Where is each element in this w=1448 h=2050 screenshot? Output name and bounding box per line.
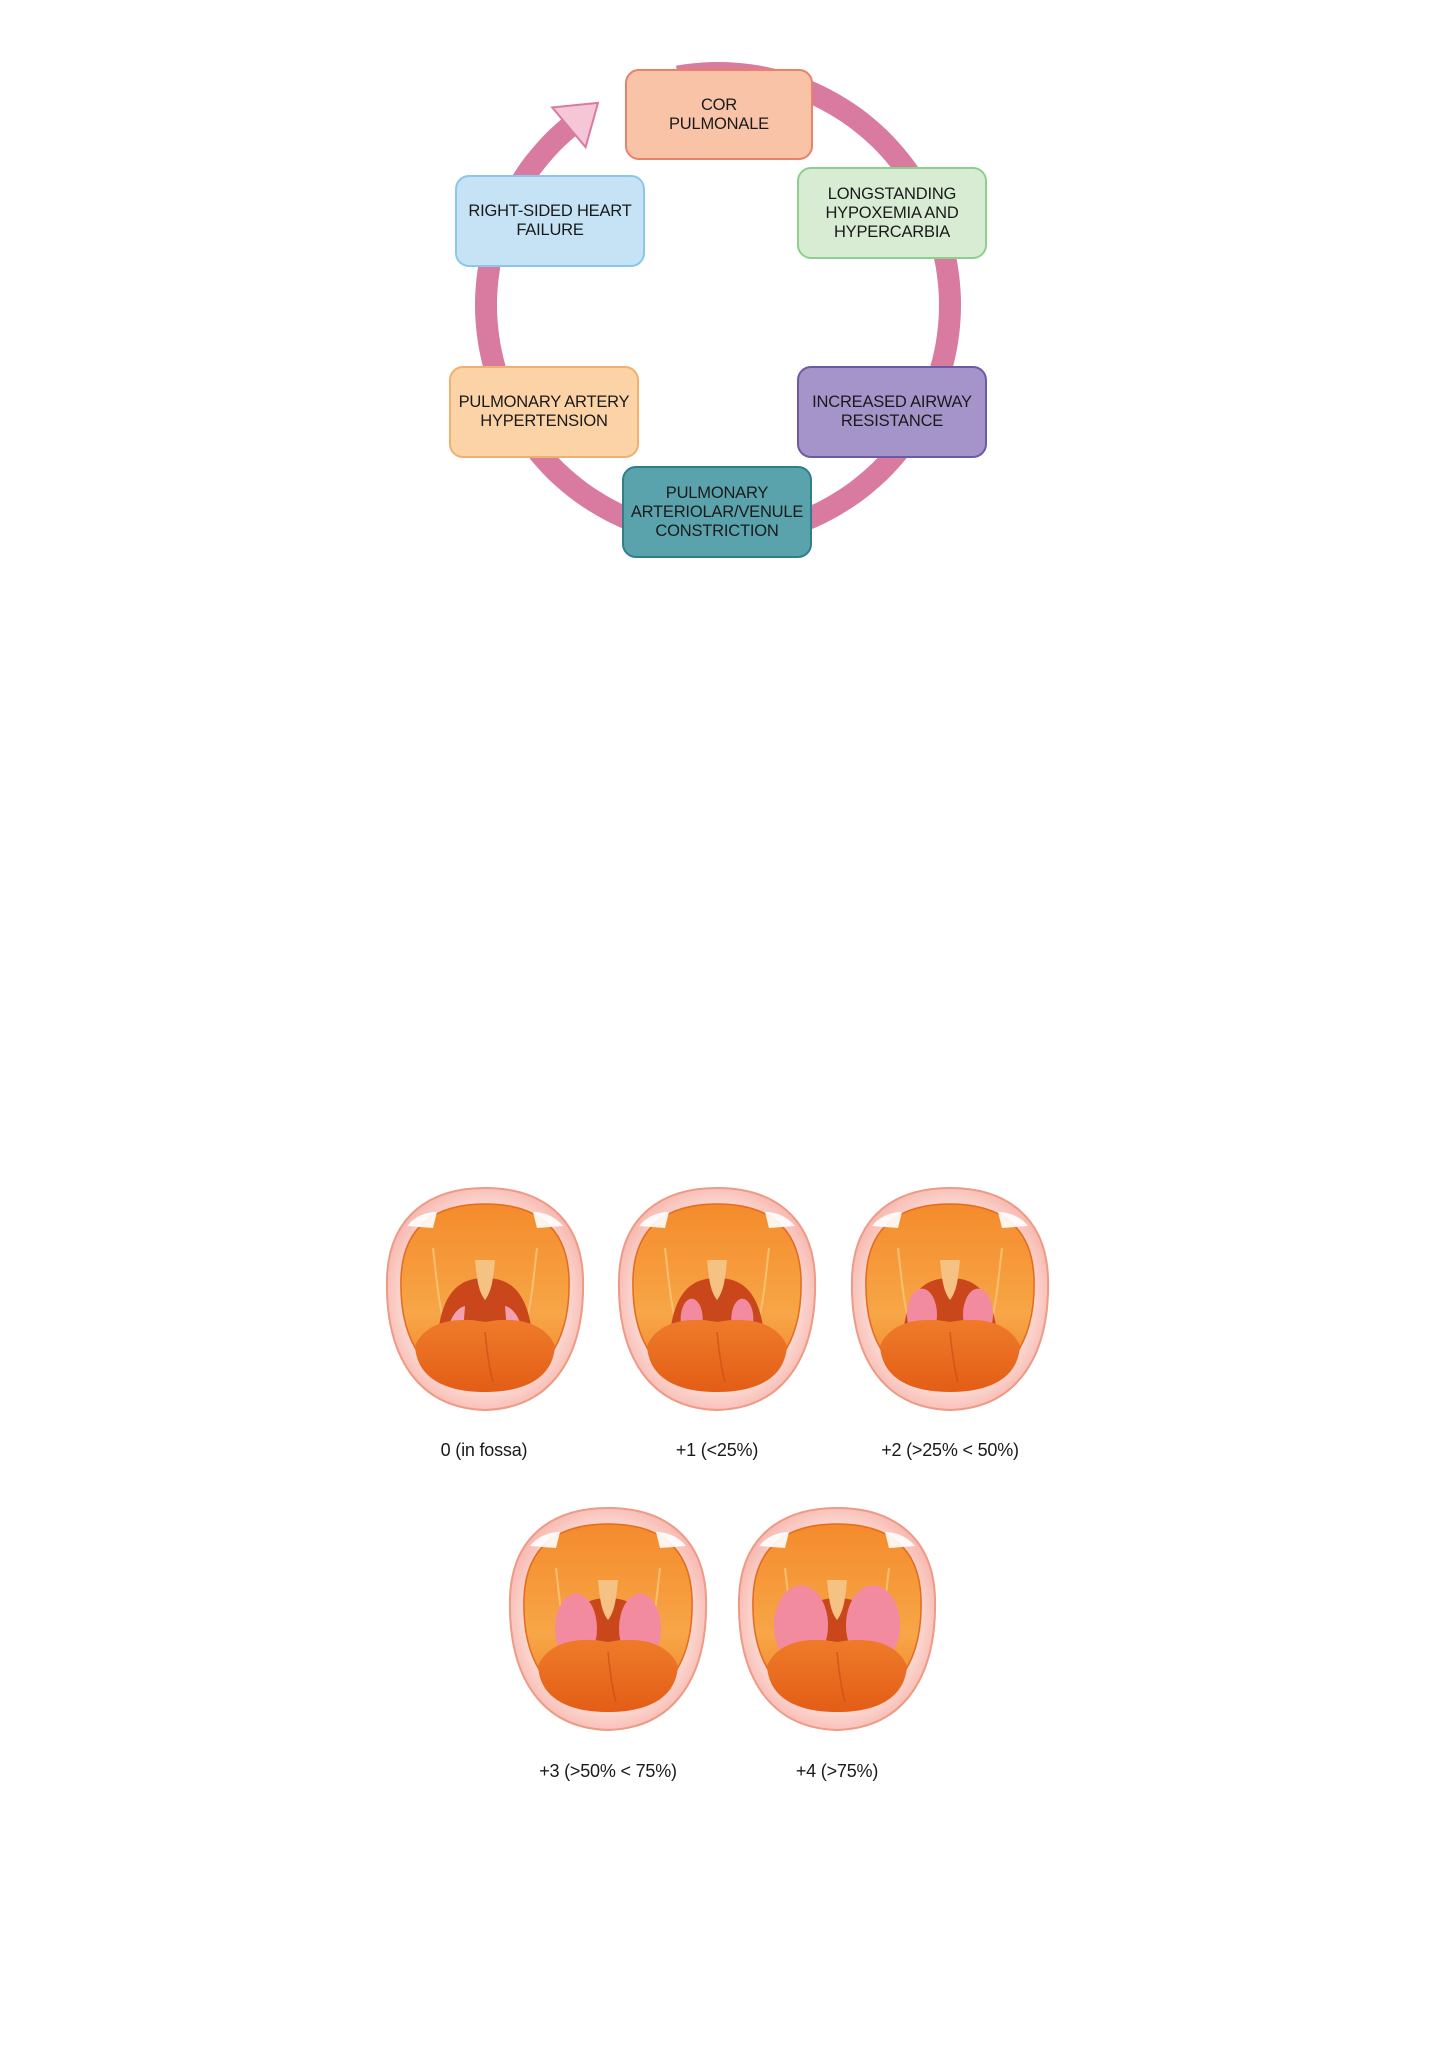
- node-pulmonary-artery-hypertension: PULMONARY ARTERY HYPERTENSION: [449, 366, 639, 458]
- node-cor-pulmonale: COR PULMONALE: [625, 69, 813, 160]
- node-right-sided-heart-failure-label: RIGHT-SIDED HEART FAILURE: [468, 202, 632, 239]
- node-increased-airway-resistance: INCREASED AIRWAY RESISTANCE: [797, 366, 987, 458]
- node-right-sided-heart-failure: RIGHT-SIDED HEART FAILURE: [455, 175, 645, 267]
- node-pulmonary-arteriolar-constriction: PULMONARY ARTERIOLAR/VENULE CONSTRICTION: [622, 466, 812, 558]
- node-pulmonary-artery-hypertension-label: PULMONARY ARTERY HYPERTENSION: [458, 393, 630, 430]
- grade-label-2: +2 (>25% < 50%): [881, 1440, 1019, 1460]
- tonsil-grading-figure: 0 (in fossa) +1 (<25%) +2 (>25% < 50%) +…: [0, 1150, 1448, 1810]
- mouth-illustration-grade-0: [385, 1182, 585, 1414]
- node-pulmonary-arteriolar-constriction-label: PULMONARY ARTERIOLAR/VENULE CONSTRICTION: [630, 483, 804, 540]
- node-cor-pulmonale-label: COR PULMONALE: [669, 95, 769, 133]
- mouth-illustration-grade-4: [737, 1502, 937, 1734]
- node-longstanding-hypoxemia-label: LONGSTANDING HYPOXEMIA AND HYPERCARBIA: [825, 184, 959, 241]
- grade-label-1: +1 (<25%): [675, 1440, 759, 1460]
- node-increased-airway-resistance-label: INCREASED AIRWAY RESISTANCE: [812, 393, 972, 430]
- cycle-arrowhead-icon: [550, 101, 600, 150]
- cycle-arrow-ring: [474, 61, 962, 549]
- cycle-ring-outline: [474, 61, 962, 549]
- grade-label-3: +3 (>50% < 75%): [539, 1761, 677, 1781]
- node-longstanding-hypoxemia: LONGSTANDING HYPOXEMIA AND HYPERCARBIA: [797, 167, 987, 259]
- mouth-illustration-grade-1: [617, 1182, 817, 1414]
- mouth-illustration-grade-3: [508, 1502, 708, 1734]
- grade-label-0: 0 (in fossa): [440, 1440, 528, 1460]
- mouth-illustration-grade-2: [850, 1182, 1050, 1414]
- grade-label-4: +4 (>75%): [795, 1761, 879, 1781]
- cor-pulmonale-cycle-diagram: COR PULMONALE LONGSTANDING HYPOXEMIA AND…: [0, 0, 1448, 580]
